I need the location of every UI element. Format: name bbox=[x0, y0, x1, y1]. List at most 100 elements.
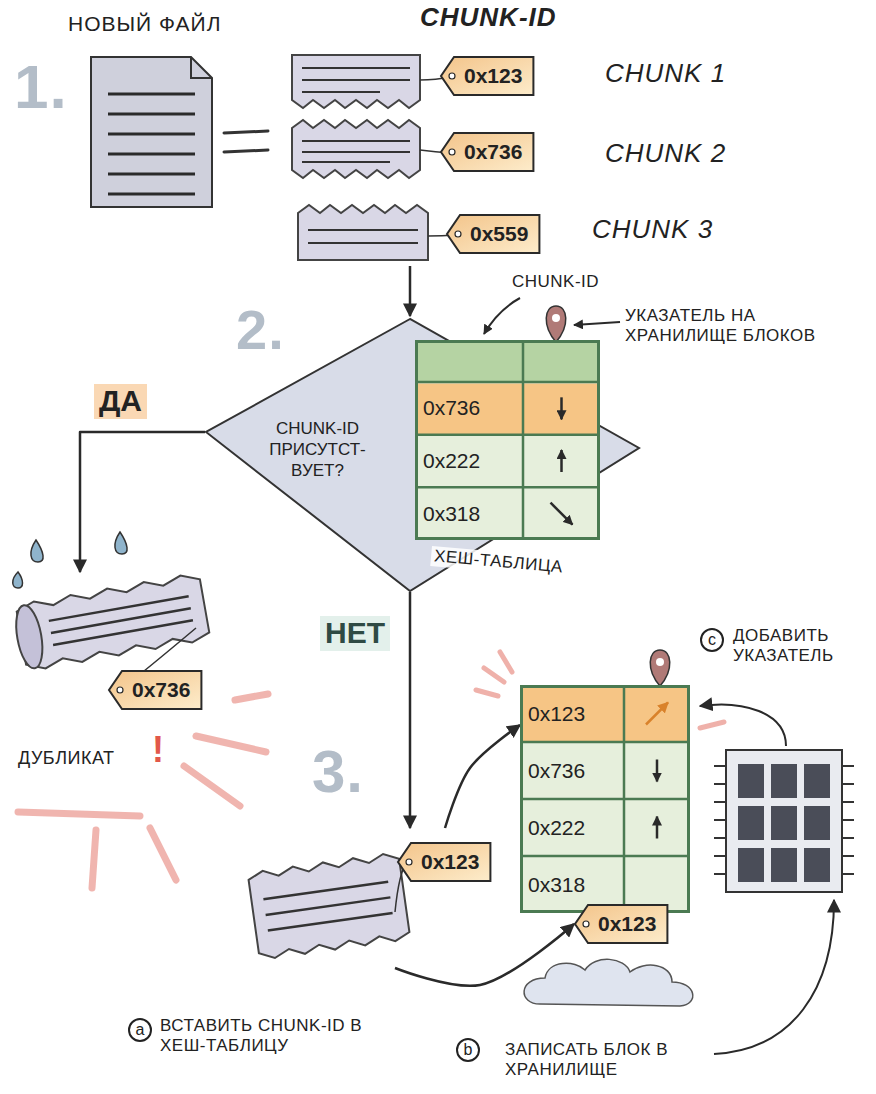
text-slot: НЕТ bbox=[320, 616, 390, 651]
chunk-id: 0x736 bbox=[132, 677, 190, 703]
text-slot: 0x222 bbox=[423, 448, 519, 474]
highlight-row bbox=[417, 384, 599, 435]
tag-hole bbox=[455, 231, 461, 237]
storage-cell bbox=[738, 764, 764, 798]
table-cell: 0x222 bbox=[528, 815, 620, 841]
chunk-id: 0x559 bbox=[470, 221, 528, 247]
tag: 0x736 bbox=[108, 670, 202, 710]
text-slot: CHUNK 3 bbox=[592, 214, 713, 245]
chunk-id: 0x123 bbox=[598, 911, 656, 937]
text-slot: ДА bbox=[94, 384, 147, 419]
chunk-id: 0x123 bbox=[421, 849, 479, 875]
text-slot: 0x318 bbox=[528, 872, 620, 898]
tag: 0x123 bbox=[440, 56, 534, 96]
tag: 0x736 bbox=[440, 132, 534, 172]
duplicate-chunk: 0x736 bbox=[10, 572, 230, 722]
table-header bbox=[417, 342, 599, 383]
flow-connector bbox=[445, 725, 520, 828]
chunk-tag: 0x559 bbox=[446, 214, 540, 254]
table-cell: 0x736 bbox=[423, 395, 519, 421]
chunk-name: CHUNK 1 bbox=[605, 58, 726, 89]
text-slot: ВСТАВИТЬ CHUNK-ID В ХЕШ-ТАБЛИЦУ bbox=[160, 1016, 395, 1057]
table-grid bbox=[520, 685, 690, 913]
file-lines bbox=[108, 94, 195, 194]
chunk-lines bbox=[49, 596, 193, 645]
text-slot: ! bbox=[152, 728, 165, 771]
chunk-id: 0x123 bbox=[464, 63, 522, 89]
table-border bbox=[417, 342, 599, 539]
tag-hole bbox=[406, 859, 412, 865]
chunk-tag: 0x736 bbox=[440, 132, 534, 172]
text-slot: 0x736 bbox=[423, 395, 519, 421]
pointer-pin bbox=[546, 306, 566, 342]
chunk-strip bbox=[16, 572, 211, 671]
text-slot: НОВЫЙ ФАЙЛ bbox=[68, 12, 221, 36]
text-slot: CHUNK-ID bbox=[420, 2, 557, 33]
pointer-arrow bbox=[656, 760, 659, 782]
step-note: ДОБАВИТЬ УКАЗАТЕЛЬ bbox=[733, 626, 868, 667]
text-slot: ДОБАВИТЬ УКАЗАТЕЛЬ bbox=[733, 626, 868, 667]
chunk-lines bbox=[302, 141, 410, 162]
no-label: НЕТ bbox=[320, 616, 390, 651]
write-cloud bbox=[524, 959, 693, 1006]
tag-outline bbox=[398, 843, 490, 881]
pointer-pin bbox=[650, 650, 670, 686]
text-slot: 0x123 bbox=[528, 701, 620, 727]
storage-cell bbox=[804, 848, 830, 882]
chunk-id: 0x736 bbox=[464, 139, 522, 165]
tag-hole bbox=[449, 73, 455, 79]
step-number: 3. bbox=[312, 736, 364, 808]
emphasis-strokes bbox=[18, 694, 268, 888]
splash-drop bbox=[115, 532, 127, 554]
tag-hole bbox=[583, 921, 589, 927]
yes-label: ДА bbox=[94, 384, 147, 419]
annotation-arrow bbox=[574, 322, 620, 325]
table-border bbox=[522, 687, 689, 912]
text-slot: c bbox=[700, 628, 724, 652]
file-icon: НОВЫЙ ФАЙЛ bbox=[88, 54, 215, 210]
chip-body bbox=[726, 750, 842, 892]
tag-outline bbox=[441, 133, 533, 171]
file-shape bbox=[88, 54, 215, 210]
text-slot: CHUNK 2 bbox=[605, 138, 726, 169]
chunk-lines bbox=[302, 68, 410, 92]
chunk-strip bbox=[248, 852, 411, 960]
storage-cell bbox=[738, 806, 764, 840]
text-slot: 0x318 bbox=[423, 501, 519, 527]
callout-letter: a bbox=[128, 1018, 152, 1042]
text-slot: a bbox=[128, 1018, 152, 1042]
table-cell: 0x318 bbox=[528, 872, 620, 898]
chunk-strip bbox=[292, 55, 420, 108]
chunk-strip bbox=[292, 120, 420, 178]
text-slot: 0x736 bbox=[528, 758, 620, 784]
callout-letter: b bbox=[456, 1038, 480, 1062]
text-slot: CHUNK-ID ПРИСУТСТ- ВУЕТ? bbox=[255, 418, 380, 481]
tag-outline bbox=[575, 905, 667, 943]
new-chunk: 0x123 bbox=[245, 828, 503, 968]
storage-cell bbox=[771, 764, 797, 798]
file-heading: НОВЫЙ ФАЙЛ bbox=[68, 12, 221, 36]
column-heading: CHUNK-ID bbox=[420, 2, 557, 33]
text-slot: ДУБЛИКАТ bbox=[18, 748, 114, 770]
text-slot: 3. bbox=[312, 736, 364, 808]
store-arrow bbox=[714, 900, 834, 1054]
storage-cell bbox=[804, 764, 830, 798]
text-slot: ЗАПИСАТЬ БЛОК В ХРАНИЛИЩЕ bbox=[505, 1040, 705, 1081]
pin-hole bbox=[552, 314, 560, 322]
text-slot: 0x222 bbox=[528, 815, 620, 841]
chunk-name: CHUNK 2 bbox=[605, 138, 726, 169]
text-slot: 1. bbox=[14, 50, 68, 124]
chunk-group bbox=[248, 852, 411, 960]
chunk-curl bbox=[12, 603, 47, 670]
splash-drop bbox=[13, 572, 23, 588]
chunk-lines bbox=[263, 882, 392, 931]
chunk-tag: 0x123 bbox=[574, 904, 668, 944]
storage-cell bbox=[771, 806, 797, 840]
flow-connector bbox=[395, 924, 574, 986]
hash-table: 0x736 0x222 0x318 bbox=[415, 340, 600, 540]
block-storage bbox=[714, 750, 854, 892]
text-slot: УКАЗАТЕЛЬ НА ХРАНИЛИЩЕ БЛОКОВ bbox=[625, 306, 865, 347]
file-fold bbox=[191, 57, 212, 78]
storage-cell bbox=[771, 848, 797, 882]
